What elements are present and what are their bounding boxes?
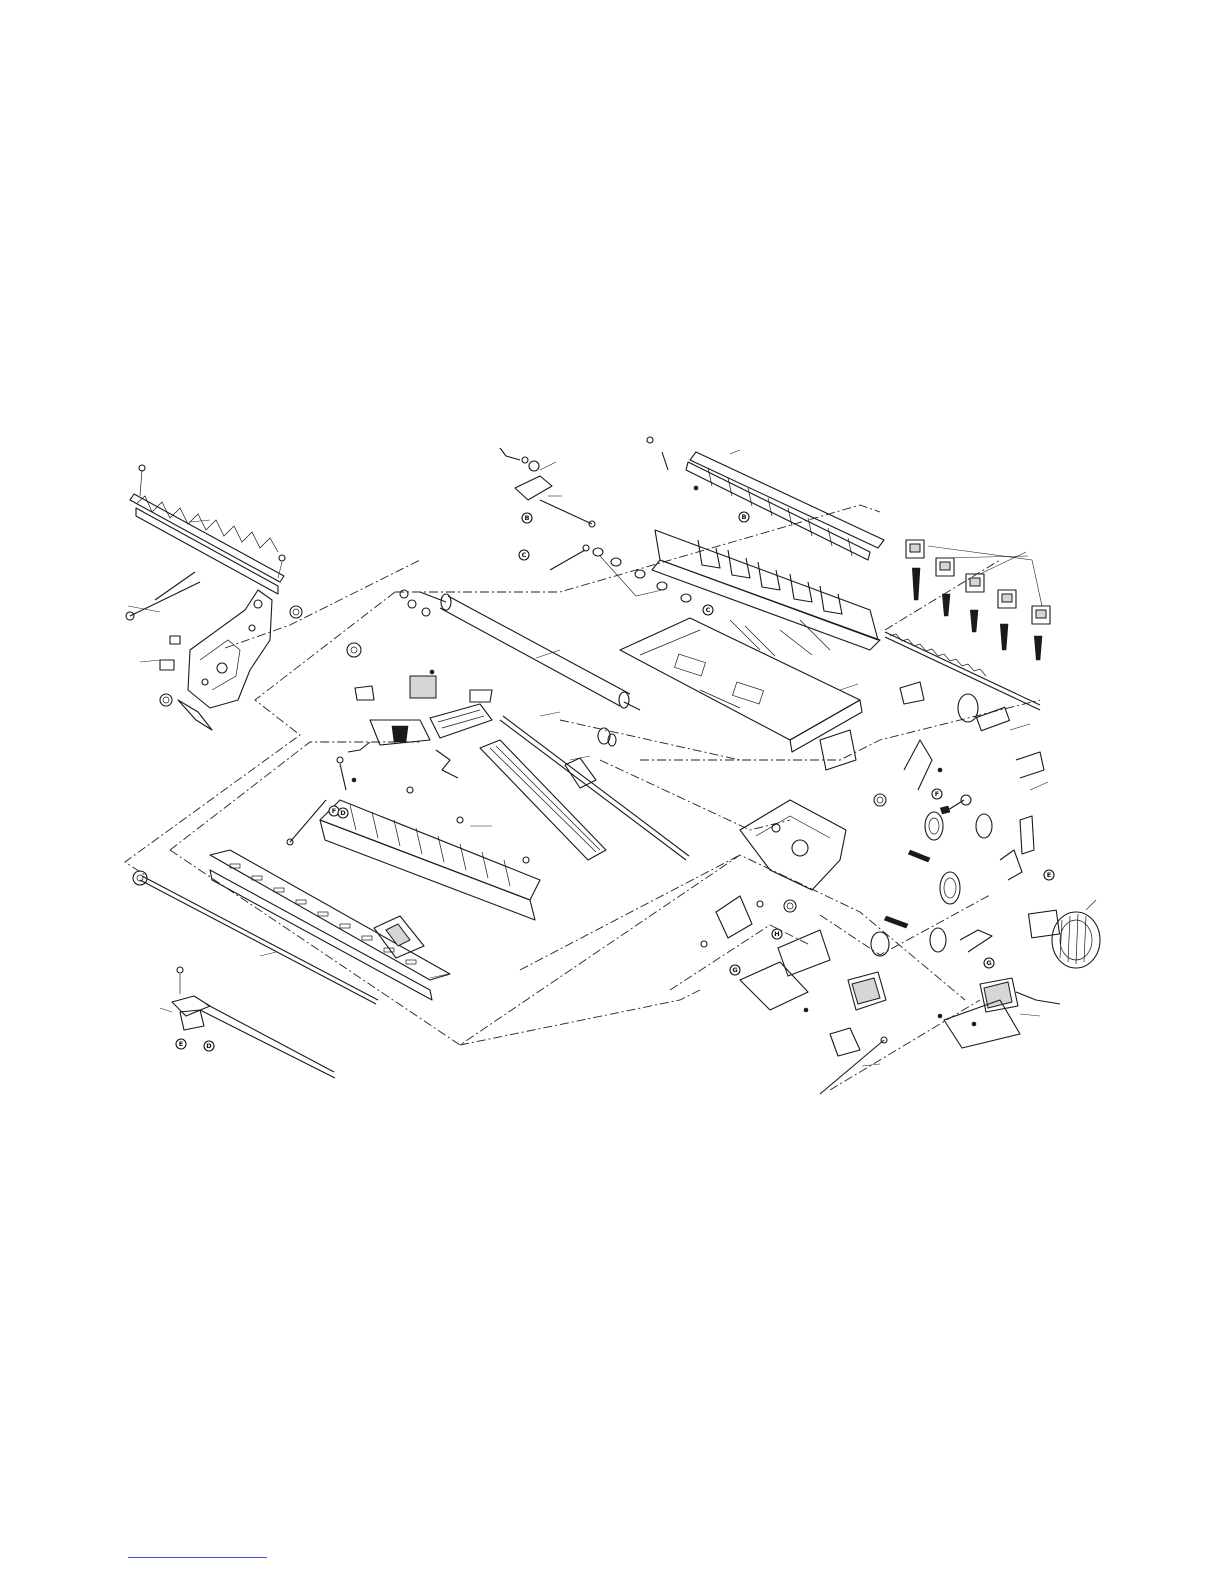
- callout-d-bottom: D: [204, 1041, 214, 1051]
- callout-c-left: C: [519, 550, 529, 560]
- callout-b-upper: B: [522, 513, 532, 523]
- long-lower-rod: [133, 871, 378, 1004]
- platen-roller: [420, 592, 640, 710]
- callout-e-bottom: E: [176, 1039, 186, 1049]
- middle-guide-plate: [287, 757, 540, 920]
- ribbon-cable: [480, 740, 606, 860]
- svg-text:F: F: [935, 790, 939, 798]
- callout-c-right: C: [703, 605, 713, 615]
- screws: [352, 486, 976, 1026]
- callout-g-lower: G: [730, 965, 740, 975]
- svg-text:D: D: [206, 1042, 212, 1050]
- svg-text:E: E: [1047, 871, 1051, 879]
- cutter-assembly: [160, 967, 335, 1078]
- svg-text:G: G: [732, 966, 737, 974]
- paper-tray-plate: [620, 618, 862, 752]
- svg-text:F: F: [332, 807, 336, 815]
- perforated-guide-bar: [210, 850, 450, 1000]
- callout-f-left: F: [329, 806, 339, 816]
- tractor-feeders: [906, 540, 1050, 660]
- paper-tray-assembly: [550, 530, 880, 656]
- callout-h: H: [772, 929, 782, 939]
- footer-rule: [128, 1557, 267, 1558]
- svg-text:H: H: [774, 930, 779, 938]
- platen-knob: [1028, 910, 1100, 968]
- left-side-frame: [126, 572, 302, 730]
- callout-e-right: E: [1044, 870, 1054, 880]
- drive-motors: [701, 896, 1060, 1094]
- svg-text:B: B: [742, 513, 747, 521]
- top-centre-bracket: [500, 448, 595, 527]
- callout-d-left: D: [338, 808, 348, 818]
- svg-text:C: C: [706, 606, 711, 614]
- print-head-carriage: [347, 590, 492, 778]
- callout-f-right: F: [932, 789, 942, 799]
- right-drive-shaft: [885, 632, 1040, 710]
- upper-paper-guide: [647, 437, 884, 560]
- left-top-rack: [130, 465, 285, 594]
- svg-text:E: E: [179, 1040, 183, 1048]
- gear-train: [871, 694, 1100, 968]
- svg-text:B: B: [525, 514, 530, 522]
- callout-b-right: B: [739, 512, 749, 522]
- svg-text:G: G: [986, 959, 991, 967]
- svg-text:D: D: [340, 809, 346, 817]
- svg-text:C: C: [522, 551, 527, 559]
- callout-g-right: G: [984, 958, 994, 968]
- reference-leaders: [190, 520, 1096, 1066]
